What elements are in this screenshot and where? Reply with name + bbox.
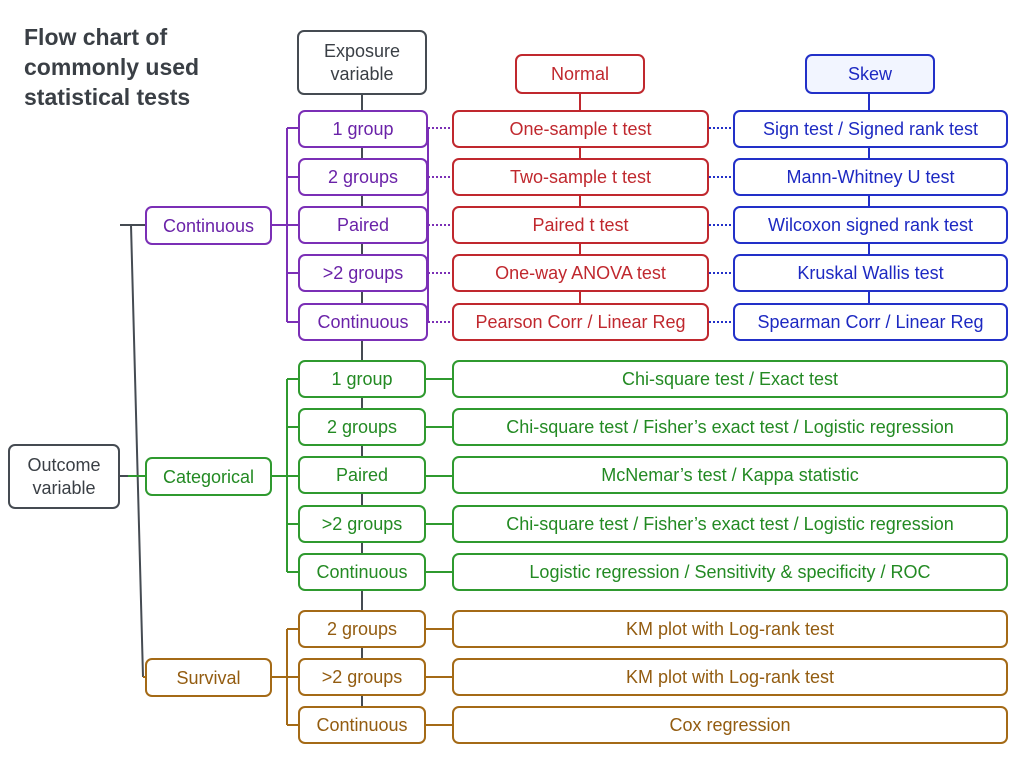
categorical-test-box: McNemar’s test / Kappa statistic bbox=[452, 456, 1008, 494]
normal-test-label: One-way ANOVA test bbox=[495, 263, 666, 283]
exposure-label: Paired bbox=[336, 215, 390, 235]
exposure-label: Paired bbox=[335, 465, 389, 485]
categorical-test-label: McNemar’s test / Kappa statistic bbox=[601, 465, 859, 485]
continuous-exposure-box: Paired bbox=[298, 206, 428, 244]
survival-outcome-label: Survival bbox=[176, 667, 241, 688]
normal-test-label: Two-sample t test bbox=[509, 167, 652, 187]
categorical-test-label: Chi-square test / Exact test bbox=[621, 369, 839, 389]
exposure-label: 2 groups bbox=[326, 417, 398, 437]
survival-test-box: Cox regression bbox=[452, 706, 1008, 744]
skew-test-label: Sign test / Signed rank test bbox=[762, 119, 979, 139]
survival-test-label: KM plot with Log-rank test bbox=[625, 667, 835, 687]
outcome-line: variable bbox=[32, 477, 96, 498]
exposure-label: 2 groups bbox=[327, 167, 399, 187]
skew-test-label: Wilcoxon signed rank test bbox=[767, 215, 974, 235]
categorical-exposure-box: 1 group bbox=[298, 360, 426, 398]
categorical-outcome-label: Categorical bbox=[162, 466, 255, 487]
exposure-label: 1 group bbox=[331, 369, 393, 389]
normal-header: Normal bbox=[515, 54, 645, 94]
outcome-line: Outcome bbox=[27, 454, 101, 475]
normal-test-box: One-sample t test bbox=[452, 110, 709, 148]
continuous-exposure-box: 1 group bbox=[298, 110, 428, 148]
outcome-variable-box: Outcome variable bbox=[8, 444, 120, 509]
skew-header-label: Skew bbox=[847, 64, 892, 84]
categorical-test-box: Chi-square test / Exact test bbox=[452, 360, 1008, 398]
normal-test-box: Pearson Corr / Linear Reg bbox=[452, 303, 709, 341]
categorical-test-box: Logistic regression / Sensitivity & spec… bbox=[452, 553, 1008, 591]
survival-exposure-box: >2 groups bbox=[298, 658, 426, 696]
categorical-test-label: Chi-square test / Fisher’s exact test / … bbox=[506, 514, 954, 534]
title-line: statistical tests bbox=[24, 84, 191, 110]
exposure-line: variable bbox=[330, 63, 394, 84]
skew-header: Skew bbox=[805, 54, 935, 94]
title-line: Flow chart of bbox=[24, 24, 168, 50]
exposure-label: >2 groups bbox=[321, 514, 403, 534]
normal-test-box: Paired t test bbox=[452, 206, 709, 244]
exposure-label: Continuous bbox=[317, 312, 409, 332]
normal-test-box: One-way ANOVA test bbox=[452, 254, 709, 292]
categorical-exposure-box: >2 groups bbox=[298, 505, 426, 543]
skew-test-box: Kruskal Wallis test bbox=[733, 254, 1008, 292]
exposure-label: 1 group bbox=[332, 119, 394, 139]
normal-test-label: Paired t test bbox=[532, 215, 629, 235]
exposure-label: >2 groups bbox=[322, 263, 404, 283]
exposure-label: >2 groups bbox=[321, 667, 403, 687]
exposure-line: Exposure bbox=[323, 40, 401, 61]
exposure-label: 2 groups bbox=[326, 619, 398, 639]
categorical-test-label: Chi-square test / Fisher’s exact test / … bbox=[506, 417, 954, 437]
skew-test-box: Mann-Whitney U test bbox=[733, 158, 1008, 196]
continuous-outcome-label: Continuous bbox=[162, 215, 255, 236]
survival-test-label: Cox regression bbox=[669, 715, 791, 735]
exposure-variable-box: Exposure variable bbox=[297, 30, 427, 95]
normal-test-box: Two-sample t test bbox=[452, 158, 709, 196]
skew-test-label: Kruskal Wallis test bbox=[797, 263, 944, 283]
skew-test-box: Spearman Corr / Linear Reg bbox=[733, 303, 1008, 341]
survival-test-box: KM plot with Log-rank test bbox=[452, 658, 1008, 696]
categorical-test-label: Logistic regression / Sensitivity & spec… bbox=[529, 562, 931, 582]
continuous-exposure-box: Continuous bbox=[298, 303, 428, 341]
survival-test-label: KM plot with Log-rank test bbox=[625, 619, 835, 639]
survival-exposure-box: Continuous bbox=[298, 706, 426, 744]
survival-exposure-box: 2 groups bbox=[298, 610, 426, 648]
categorical-exposure-box: Continuous bbox=[298, 553, 426, 591]
title-line: commonly used bbox=[24, 54, 200, 80]
survival-outcome-box: Survival bbox=[145, 658, 272, 697]
categorical-test-box: Chi-square test / Fisher’s exact test / … bbox=[452, 408, 1008, 446]
skew-test-label: Spearman Corr / Linear Reg bbox=[757, 312, 984, 332]
continuous-exposure-box: 2 groups bbox=[298, 158, 428, 196]
continuous-exposure-box: >2 groups bbox=[298, 254, 428, 292]
skew-test-box: Wilcoxon signed rank test bbox=[733, 206, 1008, 244]
categorical-test-box: Chi-square test / Fisher’s exact test / … bbox=[452, 505, 1008, 543]
normal-test-label: One-sample t test bbox=[509, 119, 652, 139]
skew-test-box: Sign test / Signed rank test bbox=[733, 110, 1008, 148]
categorical-exposure-box: 2 groups bbox=[298, 408, 426, 446]
exposure-label: Continuous bbox=[316, 715, 408, 735]
categorical-exposure-box: Paired bbox=[298, 456, 426, 494]
normal-test-label: Pearson Corr / Linear Reg bbox=[475, 312, 686, 332]
skew-test-label: Mann-Whitney U test bbox=[786, 167, 955, 187]
categorical-outcome-box: Categorical bbox=[145, 457, 272, 496]
page-title: Flow chart of commonly used statistical … bbox=[24, 22, 274, 112]
exposure-label: Continuous bbox=[316, 562, 408, 582]
survival-test-box: KM plot with Log-rank test bbox=[452, 610, 1008, 648]
continuous-outcome-box: Continuous bbox=[145, 206, 272, 245]
normal-header-label: Normal bbox=[550, 64, 609, 84]
